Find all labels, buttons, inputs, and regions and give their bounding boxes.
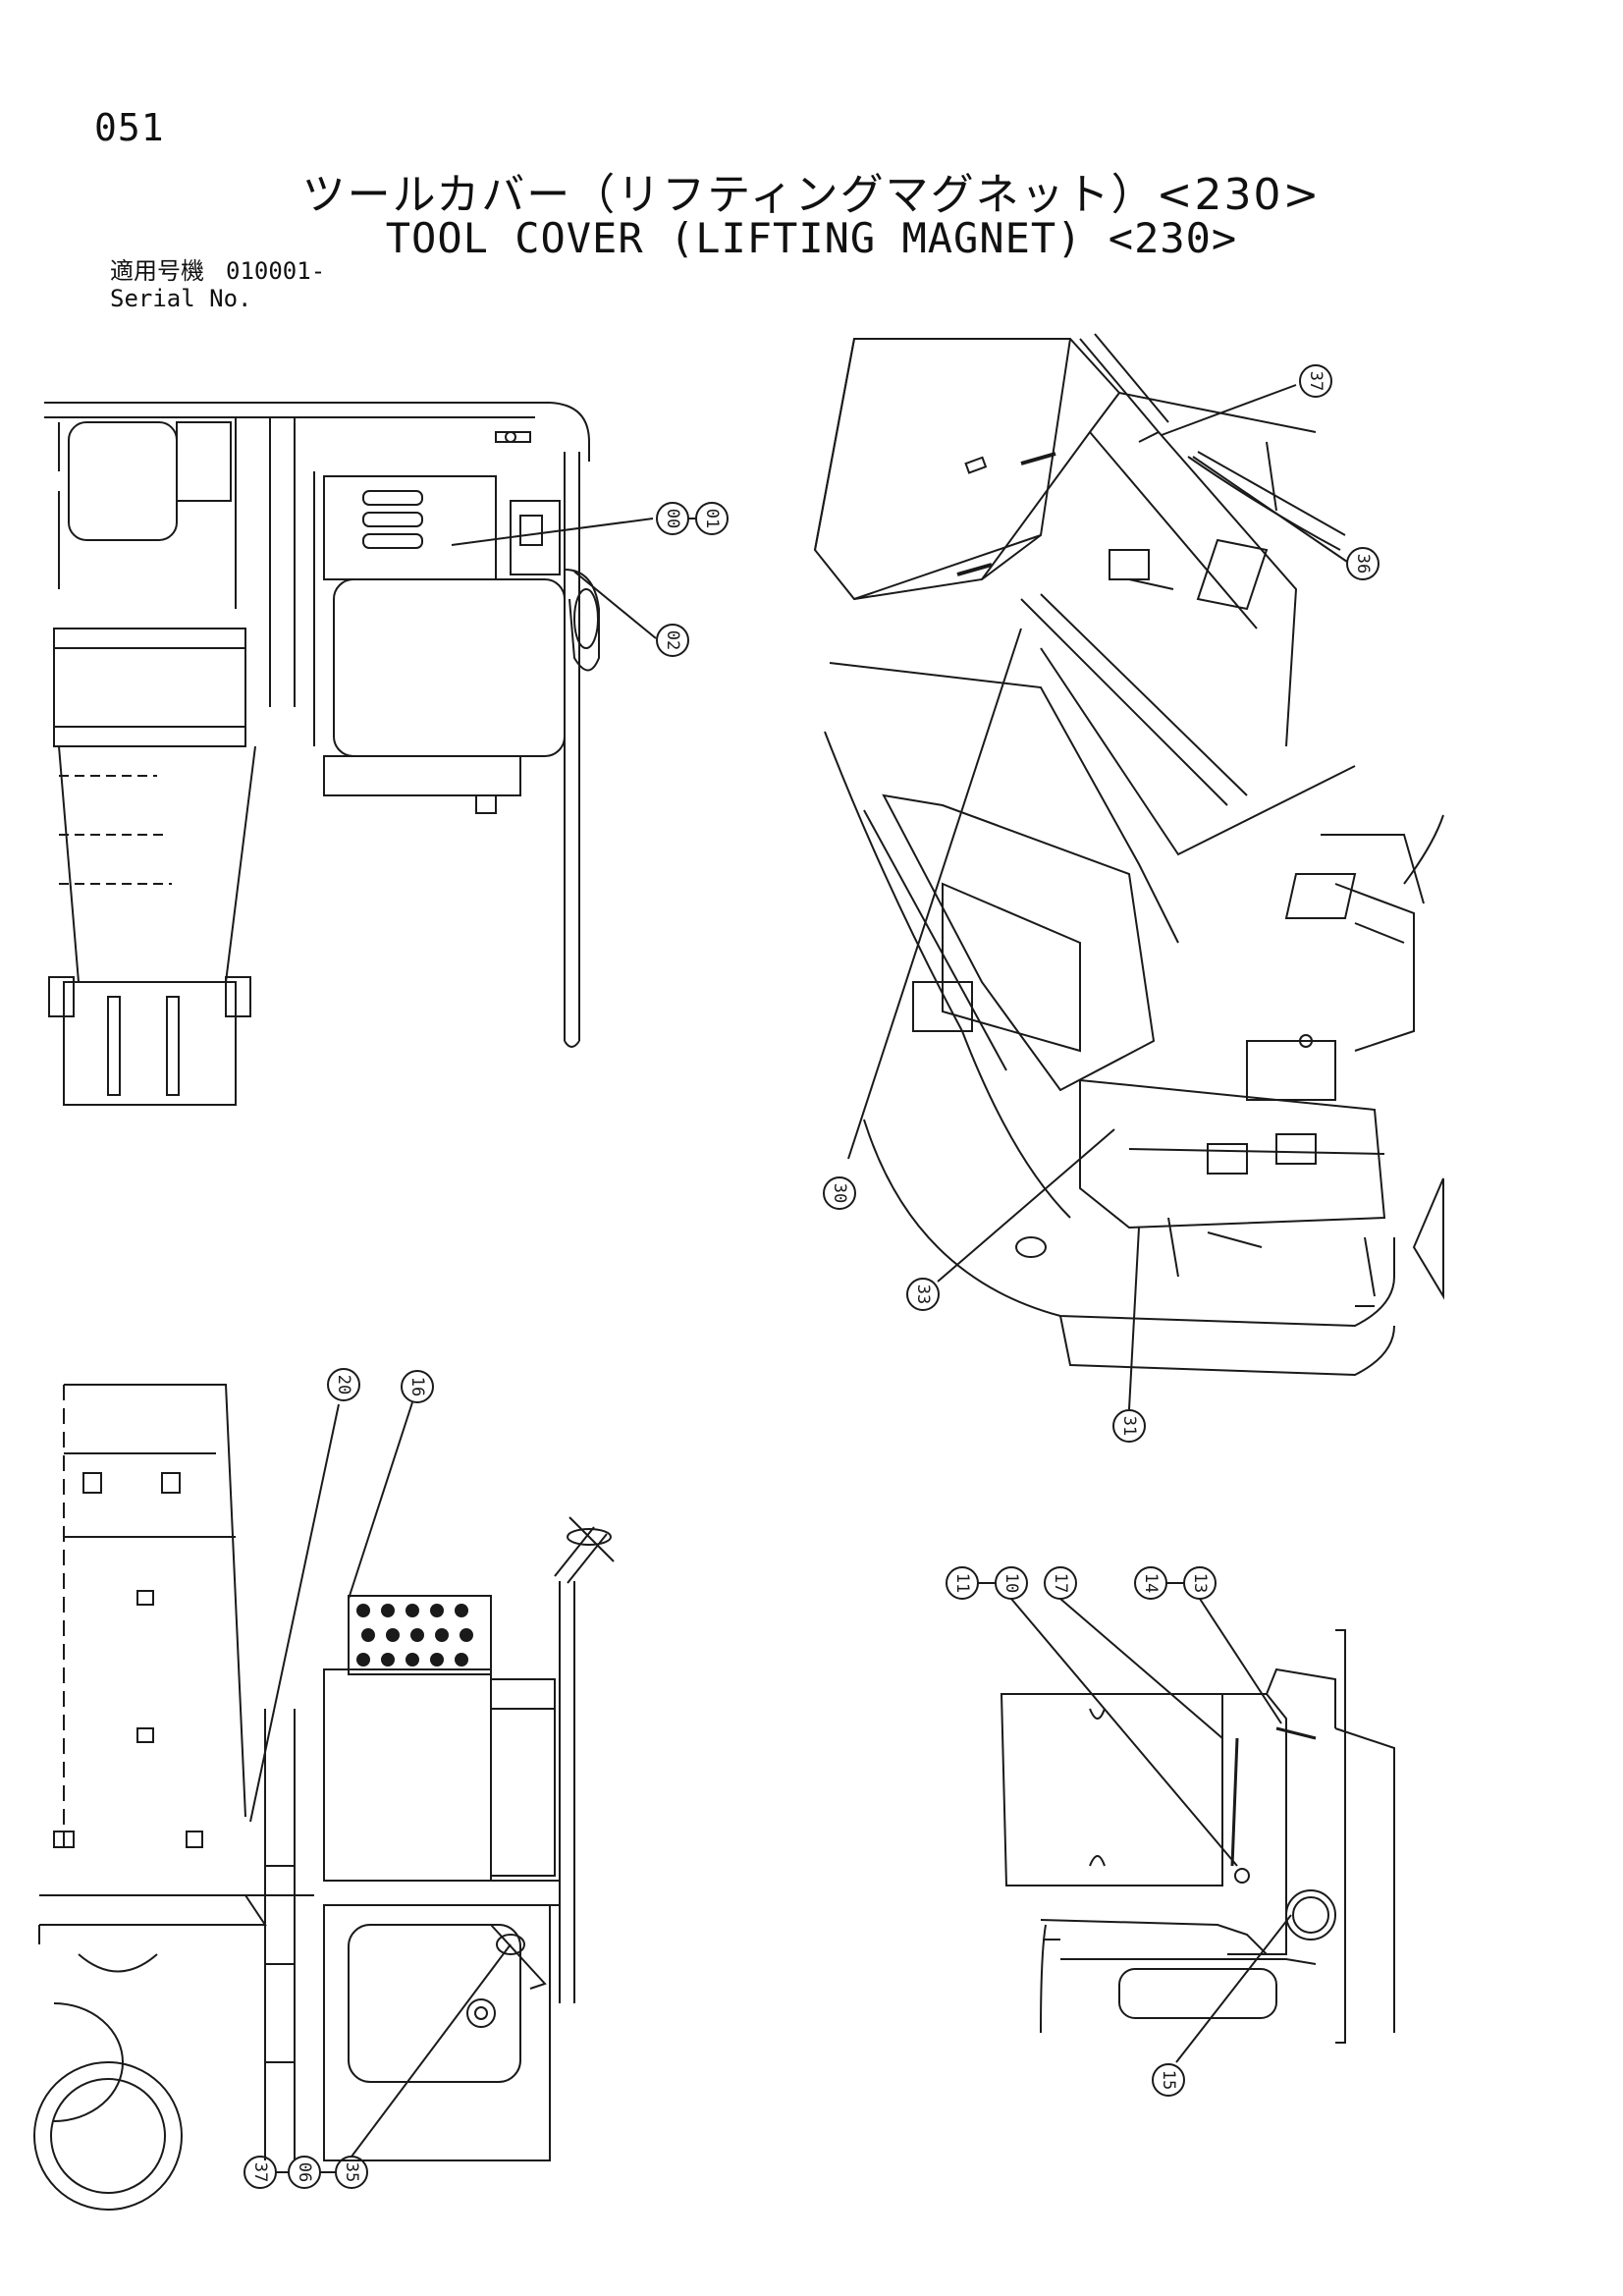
callout-circle-36 <box>1347 548 1379 579</box>
callout-13: 13 <box>1190 1573 1210 1593</box>
callout-31: 31 <box>1119 1416 1139 1436</box>
callout-11: 11 <box>952 1573 972 1593</box>
callout-06: 06 <box>295 2162 314 2182</box>
callout-14: 14 <box>1141 1573 1161 1593</box>
callout-circle-02 <box>657 625 688 656</box>
serial-label-en: Serial No. <box>110 285 252 312</box>
callout-circle-37-top <box>1300 365 1331 397</box>
callout-circle-20 <box>328 1369 359 1400</box>
callout-30: 30 <box>830 1183 849 1203</box>
callout-36: 36 <box>1353 554 1373 574</box>
callout-37-bottom: 37 <box>250 2162 270 2182</box>
callout-37-top: 37 <box>1306 371 1325 391</box>
leader-10 <box>1011 1599 1237 1866</box>
callout-17: 17 <box>1051 1573 1070 1593</box>
bottom-left-view <box>34 1385 614 2210</box>
magnet-grid <box>356 1604 473 1667</box>
serial-label-jp: 適用号機 <box>110 257 204 285</box>
callout-circle-16 <box>402 1371 433 1402</box>
leader-15 <box>1176 1915 1291 2062</box>
leader-30 <box>848 629 1021 1159</box>
callout-00: 00 <box>663 509 682 528</box>
leader-16 <box>349 1402 412 1599</box>
callout-01: 01 <box>702 509 722 528</box>
leader-33 <box>938 1129 1114 1282</box>
callout-20: 20 <box>334 1375 353 1394</box>
leader-00 <box>452 519 653 545</box>
bottom-right-view <box>1001 1630 1394 2043</box>
leader-35 <box>352 1944 511 2157</box>
callout-33: 33 <box>913 1285 933 1304</box>
callout-circle-33 <box>907 1279 939 1310</box>
callout-10: 10 <box>1001 1573 1021 1593</box>
leader-17 <box>1060 1599 1222 1738</box>
callout-circle-31 <box>1113 1410 1145 1442</box>
page-number: 051 <box>94 106 165 149</box>
leader-20 <box>250 1404 339 1822</box>
callout-35: 35 <box>342 2162 361 2182</box>
callout-16: 16 <box>407 1377 427 1396</box>
leader-13 <box>1200 1599 1281 1723</box>
leader-02 <box>574 572 656 638</box>
callout-circle-15 <box>1153 2064 1184 2096</box>
leader-37-top <box>1162 385 1296 435</box>
title-japanese: ツールカバー（リフティングマグネット）<230> <box>301 170 1322 220</box>
leader-31 <box>1129 1228 1139 1409</box>
top-left-view <box>44 403 599 1105</box>
serial-block: 適用号機 010001- Serial No. <box>110 257 325 312</box>
callout-15: 15 <box>1159 2070 1178 2090</box>
callout-02: 02 <box>663 630 682 650</box>
callout-circle-30 <box>824 1177 855 1209</box>
leader-36 <box>1193 457 1347 562</box>
top-right-view <box>815 334 1443 1375</box>
title-english: TOOL COVER (LIFTING MAGNET) <230> <box>385 214 1238 262</box>
callouts: 00 01 02 37 36 30 33 31 20 16 <box>244 365 1379 2188</box>
serial-value: 010001- <box>226 257 326 285</box>
